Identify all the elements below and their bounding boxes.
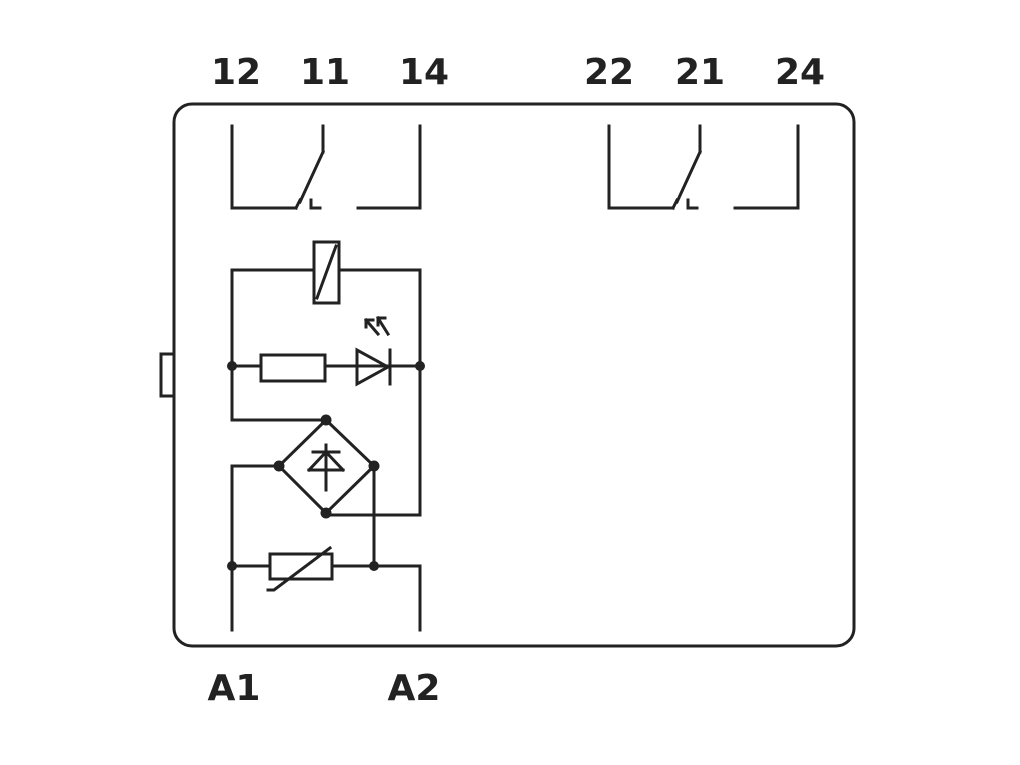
led-icon [355,315,392,387]
terminal-label-12: 12 [211,52,261,93]
terminal-label-a2: A2 [388,668,441,709]
terminal-label-a1: A1 [208,668,261,709]
terminal-label-24: 24 [775,52,825,93]
resistor [259,353,327,383]
varistor [268,552,334,581]
terminal-label-21: 21 [675,52,725,93]
relay-housing [172,102,856,648]
changeover-contact-2 [607,124,800,211]
bridge-rectifier [276,417,377,516]
terminal-label-14: 14 [399,52,449,93]
relay-coil [312,240,341,305]
changeover-contact-1 [230,124,422,211]
terminal-label-22: 22 [584,52,634,93]
coil-circuit [227,240,425,632]
terminal-label-11: 11 [300,52,350,93]
mounting-tab [159,352,176,398]
